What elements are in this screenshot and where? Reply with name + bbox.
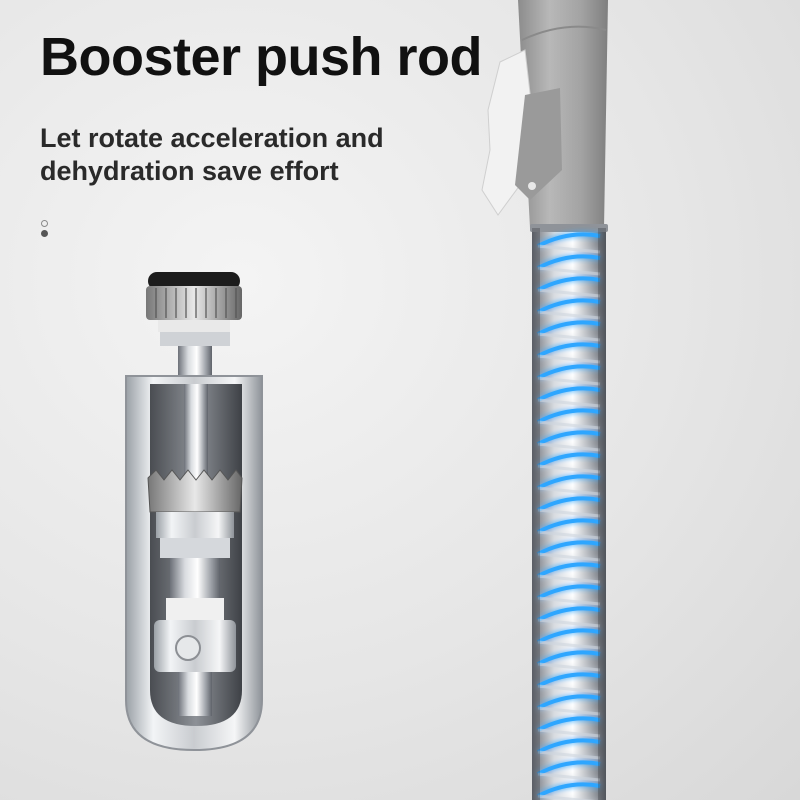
- spring-coil: [537, 474, 601, 490]
- spring-coil-back: [537, 508, 601, 518]
- spring-coil: [537, 540, 601, 556]
- spring-coil-back: [537, 398, 601, 408]
- spring-coil-back: [537, 662, 601, 672]
- carousel-dot-2[interactable]: [41, 230, 48, 237]
- spring-coil-back: [537, 288, 601, 298]
- spring-coil: [537, 254, 601, 270]
- spring-coil-back: [537, 310, 601, 320]
- spring-coil-back: [537, 640, 601, 650]
- spring-coil-back: [537, 684, 601, 694]
- spring-coil-back: [537, 618, 601, 628]
- spring-coil-back: [537, 772, 601, 782]
- spring-coil-back: [537, 464, 601, 474]
- spring-coil: [537, 782, 601, 798]
- spring-coil-back: [537, 244, 601, 254]
- spring-coil: [537, 386, 601, 402]
- cutaway-cylinder-illustration: [125, 272, 263, 752]
- spring-coil: [537, 606, 601, 622]
- spring-coil: [537, 760, 601, 776]
- spring-coil: [537, 408, 601, 424]
- subheadline: Let rotate acceleration and dehydration …: [40, 123, 384, 186]
- spring-coil: [537, 628, 601, 644]
- spring-coil: [537, 430, 601, 446]
- spring-coil-back: [537, 420, 601, 430]
- spring-coil: [537, 342, 601, 358]
- spring-coil: [537, 452, 601, 468]
- spring-coil: [537, 562, 601, 578]
- spring-coil-back: [537, 376, 601, 386]
- spring-rod-illustration: [481, 0, 608, 800]
- spring-coil: [537, 276, 601, 292]
- spring-coil-back: [537, 750, 601, 760]
- spring-coil-back: [537, 552, 601, 562]
- spring-coil: [537, 694, 601, 710]
- spring-coil: [537, 716, 601, 732]
- spring-coil-back: [537, 574, 601, 584]
- spring-coil-back: [537, 530, 601, 540]
- carousel-dot-1[interactable]: [41, 220, 48, 227]
- spring-coil-back: [537, 442, 601, 452]
- carousel-dots[interactable]: [41, 220, 48, 240]
- spring-coil-back: [537, 486, 601, 496]
- spring-coil: [537, 232, 601, 248]
- spring-coil-back: [537, 706, 601, 716]
- spring-coil-back: [537, 728, 601, 738]
- spring-coil-back: [537, 354, 601, 364]
- spring-coil-back: [537, 794, 595, 800]
- spring-coil-back: [537, 596, 601, 606]
- spring-coil: [537, 584, 601, 600]
- spring-coil-back: [537, 266, 601, 276]
- spring-coil: [537, 364, 601, 380]
- spring-coil: [537, 496, 601, 512]
- spring-coil: [537, 650, 601, 666]
- spring-coil: [537, 518, 601, 534]
- spring-coil: [537, 320, 601, 336]
- spring-coil: [537, 738, 601, 754]
- spring-coil: [537, 672, 601, 688]
- spring-coil-back: [537, 332, 601, 342]
- headline: Booster push rod: [40, 27, 483, 87]
- spring-coil: [537, 298, 601, 314]
